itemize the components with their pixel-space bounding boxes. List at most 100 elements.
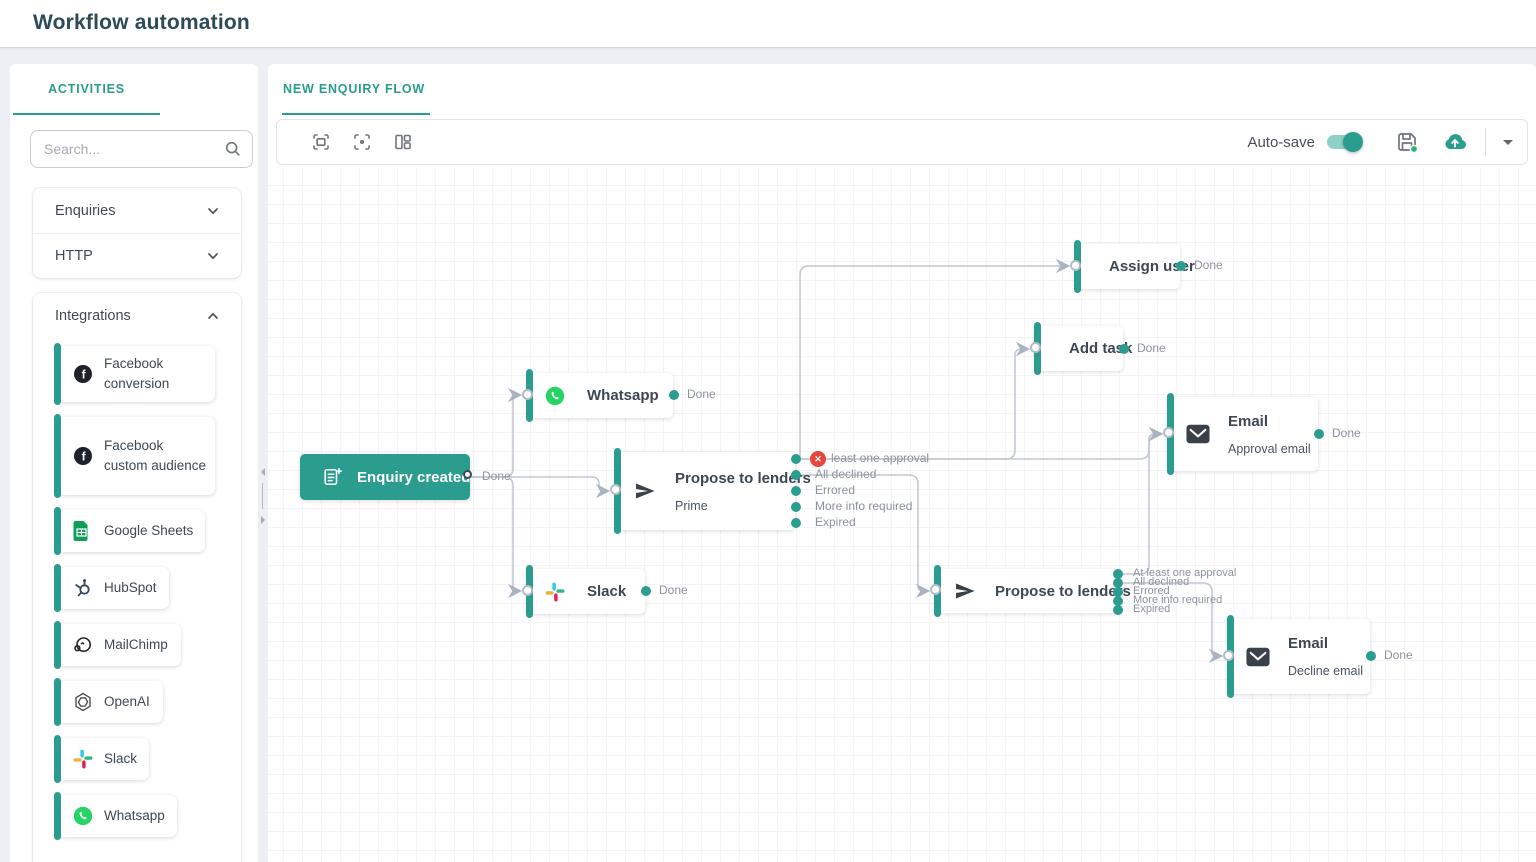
auto-layout-button[interactable] xyxy=(393,132,413,152)
output-label: More info required xyxy=(1133,594,1223,606)
accent-bar xyxy=(54,792,61,840)
edge-propose-to-lenders-prime-all-declined-to-propose-to-lenders-2 xyxy=(800,474,931,599)
integration-item-google-sheets[interactable]: Google Sheets xyxy=(54,507,205,555)
node-title: Assign user xyxy=(1109,258,1195,275)
output-port-errored[interactable] xyxy=(1113,587,1123,597)
flow-node-email-decline[interactable]: Email Decline email Done xyxy=(1223,615,1413,698)
integration-item-openai[interactable]: OpenAI xyxy=(54,678,163,726)
sections-card: Enquiries HTTP xyxy=(33,188,241,278)
output-port-more-info-required[interactable] xyxy=(791,502,801,512)
search-input[interactable] xyxy=(30,130,253,168)
node-title: Email xyxy=(1288,635,1329,652)
accent-bar xyxy=(54,678,61,726)
output-port-at-least-one-approval[interactable] xyxy=(1113,569,1123,579)
collapse-left-icon xyxy=(260,468,265,476)
integration-label: MailChimp xyxy=(104,637,168,653)
output-port-all-declined[interactable] xyxy=(791,470,801,480)
output-port-done[interactable] xyxy=(463,470,472,479)
accent-bar xyxy=(54,343,61,405)
integration-item-whatsapp[interactable]: Whatsapp xyxy=(54,792,177,840)
slack-icon xyxy=(545,582,571,602)
node-title: Email xyxy=(1228,412,1269,430)
output-port-done[interactable] xyxy=(669,390,679,400)
send-icon xyxy=(953,579,979,603)
edge-propose-to-lenders-2-all-declined-to-email-decline xyxy=(1121,582,1224,664)
tab-activities[interactable]: ACTIVITIES xyxy=(13,64,160,115)
accent-bar xyxy=(54,621,61,669)
integration-item-facebook-custom-audience[interactable]: f Facebook custom audience xyxy=(54,414,215,498)
output-port-done[interactable] xyxy=(1314,429,1324,439)
search-icon xyxy=(225,141,240,156)
output-label: Done xyxy=(482,469,511,483)
flow-node-assign-user[interactable]: Assign user Done xyxy=(1070,240,1223,293)
output-port-done[interactable] xyxy=(1366,651,1376,661)
input-port[interactable] xyxy=(1070,260,1081,271)
flow-node-propose-to-lenders-prime[interactable]: Propose to lenders Prime ✕least one appr… xyxy=(610,448,929,534)
edges-layer xyxy=(470,258,1224,664)
integration-item-hubspot[interactable]: HubSpot xyxy=(54,564,169,612)
node-title: Propose to lenders xyxy=(675,469,811,487)
output-port-expired[interactable] xyxy=(791,518,801,528)
output-port-done[interactable] xyxy=(1119,344,1129,354)
output-label: Done xyxy=(687,387,716,401)
chevron-down-icon xyxy=(208,253,218,260)
chevron-down-icon xyxy=(208,207,218,214)
error-badge-icon: ✕ xyxy=(810,451,826,467)
output-port-least-one-approval[interactable] xyxy=(791,454,801,464)
sidebar-section-http[interactable]: HTTP xyxy=(33,233,241,278)
center-view-button[interactable] xyxy=(352,132,372,152)
toggle-knob xyxy=(1343,132,1363,152)
flow-node-add-task[interactable]: Add task Done xyxy=(1030,322,1166,375)
output-port-done[interactable] xyxy=(1176,261,1186,271)
integration-item-slack[interactable]: Slack xyxy=(54,735,149,783)
search-box xyxy=(30,130,253,168)
node-subtitle: Approval email xyxy=(1228,441,1311,456)
input-port[interactable] xyxy=(522,585,533,596)
node-subtitle: Prime xyxy=(675,498,708,513)
flow-panel: NEW ENQUIRY FLOW Auto-save xyxy=(268,64,1536,862)
whatsapp-icon xyxy=(545,386,571,406)
flow-node-whatsapp[interactable]: Whatsapp Done xyxy=(522,369,716,422)
panel-resize-handle[interactable] xyxy=(257,468,268,524)
flow-node-slack[interactable]: Slack Done xyxy=(522,565,688,618)
section-label: Enquiries xyxy=(55,202,116,219)
input-port[interactable] xyxy=(1163,427,1174,438)
output-port-expired[interactable] xyxy=(1113,605,1123,615)
save-button[interactable] xyxy=(1395,130,1419,154)
output-port-errored[interactable] xyxy=(791,486,801,496)
activities-sidebar: ACTIVITIES Enquiries HTTP Integrations f… xyxy=(10,64,258,862)
input-port[interactable] xyxy=(1223,650,1234,661)
autosave-toggle[interactable] xyxy=(1327,132,1363,152)
dropdown-caret-icon[interactable] xyxy=(1503,139,1513,145)
integration-label: Slack xyxy=(104,751,138,767)
output-port-more-info-required[interactable] xyxy=(1113,596,1123,606)
svg-text:f: f xyxy=(82,368,87,382)
accent-bar xyxy=(54,564,61,612)
input-port[interactable] xyxy=(522,389,533,400)
input-port[interactable] xyxy=(610,484,621,495)
integration-item-mailchimp[interactable]: MailChimp xyxy=(54,621,181,669)
cloud-upload-button[interactable] xyxy=(1443,130,1467,154)
document-plus-icon xyxy=(322,467,342,487)
integration-item-facebook-conversion[interactable]: f Facebook conversion xyxy=(54,343,215,405)
tab-new-enquiry-flow[interactable]: NEW ENQUIRY FLOW xyxy=(282,64,430,115)
input-port[interactable] xyxy=(930,584,941,595)
output-label: Done xyxy=(1194,258,1223,272)
sidebar-section-integrations[interactable]: Integrations xyxy=(33,293,241,338)
output-label: Done xyxy=(1332,426,1361,440)
fit-view-button[interactable] xyxy=(311,132,331,152)
output-label: Done xyxy=(659,583,688,597)
send-icon xyxy=(633,479,659,503)
autosave-label: Auto-save xyxy=(1247,133,1315,151)
input-port[interactable] xyxy=(1030,342,1041,353)
mailchimp-icon xyxy=(73,635,93,655)
facebook-icon: f xyxy=(73,364,93,384)
sidebar-section-enquiries[interactable]: Enquiries xyxy=(33,188,241,233)
flow-node-email-approval[interactable]: Email Approval email Done xyxy=(1163,393,1361,475)
output-port-done[interactable] xyxy=(641,586,651,596)
collapse-right-icon xyxy=(260,516,265,524)
output-port-all-declined[interactable] xyxy=(1113,578,1123,588)
flow-node-propose-to-lenders-2[interactable]: Propose to lenders At least one approval… xyxy=(930,565,1236,617)
